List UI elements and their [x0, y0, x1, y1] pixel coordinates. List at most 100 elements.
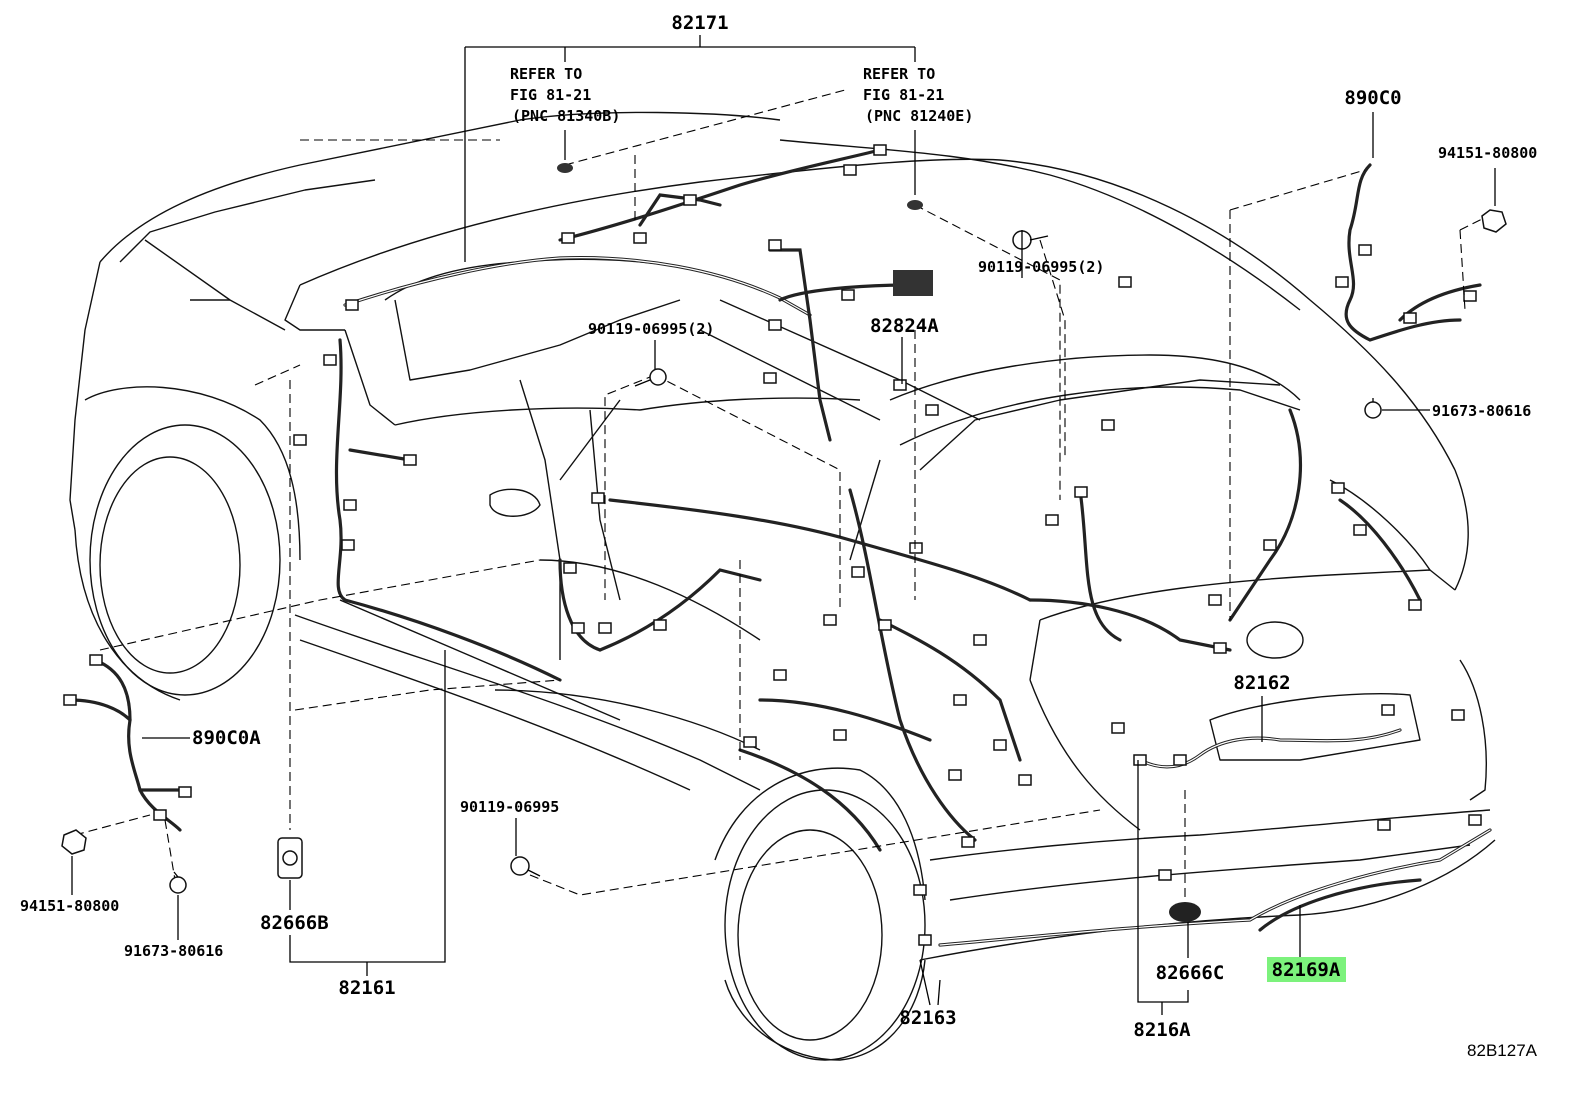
reference-note-left: REFER TO FIG 81-21 (PNC 81340B)	[510, 65, 620, 125]
reference-line: FIG 81-21	[510, 86, 591, 104]
part-label-890C0A: 890C0A	[192, 727, 261, 749]
connector-block	[1377, 819, 1391, 831]
part-label-82666B: 82666B	[260, 912, 329, 934]
connector-block	[153, 809, 167, 821]
connector-block	[833, 729, 847, 741]
connector-block	[683, 194, 697, 206]
part-label-94151-left: 94151-80800	[20, 897, 119, 915]
connector-block	[843, 164, 857, 176]
connector-block	[851, 566, 865, 578]
reference-note-right: REFER TO FIG 81-21 (PNC 81240E)	[863, 65, 973, 125]
reference-line: REFER TO	[863, 65, 935, 83]
part-label-82666C: 82666C	[1156, 962, 1225, 984]
connector-block	[961, 836, 975, 848]
bolt-icon	[1012, 230, 1049, 250]
part-labels: 82171 REFER TO FIG 81-21 (PNC 81340B) RE…	[20, 12, 1538, 1060]
connector-block	[1451, 709, 1465, 721]
junction-block	[893, 270, 933, 296]
connector-block	[633, 232, 647, 244]
part-label-91673-left: 91673-80616	[124, 942, 223, 960]
part-label-82161: 82161	[338, 977, 395, 999]
connector-block	[1403, 312, 1417, 324]
clip-icon	[907, 200, 923, 210]
wiring-harnesses	[68, 148, 1492, 947]
connector-block	[1074, 486, 1088, 498]
connector-block	[878, 619, 892, 631]
connector-block	[823, 614, 837, 626]
car-body-outline	[69, 111, 1496, 1061]
connector-block	[925, 404, 939, 416]
part-label-90119-06995-2-center: 90119-06995(2)	[588, 320, 714, 338]
connector-block	[343, 499, 357, 511]
nut-icon	[61, 829, 87, 855]
reference-line: FIG 81-21	[863, 86, 944, 104]
connector-block	[653, 619, 667, 631]
part-label-82163: 82163	[899, 1007, 956, 1029]
connector-block	[841, 289, 855, 301]
part-label-82169A[interactable]: 82169A	[1272, 959, 1341, 981]
connector-block	[1353, 524, 1367, 536]
leader-brackets	[71, 35, 1496, 1015]
bolt-icon	[634, 368, 667, 387]
part-label-8216A: 8216A	[1133, 1019, 1191, 1041]
part-label-91673-right: 91673-80616	[1432, 402, 1531, 420]
connector-block	[1468, 814, 1482, 826]
connector-block	[918, 934, 932, 946]
connector-block	[1335, 276, 1349, 288]
connector-block	[561, 232, 575, 244]
connector-block	[1358, 244, 1372, 256]
connector-block	[403, 454, 417, 466]
connector-block	[768, 239, 782, 251]
bolt-icon	[510, 856, 541, 877]
connector-block	[1173, 754, 1187, 766]
part-label-82824A: 82824A	[870, 315, 939, 337]
connector-block	[563, 562, 577, 574]
connector-blocks	[63, 144, 1482, 946]
connector-block	[571, 622, 585, 634]
connector-block	[1045, 514, 1059, 526]
dashed-leader-lines	[74, 89, 1491, 900]
connector-block	[323, 354, 337, 366]
part-label-90119-06995-2-right: 90119-06995(2)	[978, 258, 1104, 276]
connector-block	[178, 786, 192, 798]
connector-block	[909, 542, 923, 554]
connector-block	[763, 372, 777, 384]
clip-icon	[277, 837, 303, 879]
bolt-icon	[169, 871, 187, 894]
reference-line: (PNC 81240E)	[865, 107, 973, 125]
connector-block	[1331, 482, 1345, 494]
connector-block	[591, 492, 605, 504]
figure-id: 82B127A	[1467, 1041, 1538, 1060]
connector-block	[893, 379, 907, 391]
connector-block	[1111, 722, 1125, 734]
clip-icon	[1169, 902, 1201, 922]
connector-block	[1118, 276, 1132, 288]
clip-icon	[557, 163, 573, 173]
part-label-94151-top: 94151-80800	[1438, 144, 1537, 162]
reference-line: (PNC 81340B)	[512, 107, 620, 125]
connector-block	[1408, 599, 1422, 611]
connector-block	[913, 884, 927, 896]
connector-block	[89, 654, 103, 666]
part-label-82162: 82162	[1233, 672, 1290, 694]
connector-block	[948, 769, 962, 781]
connector-block	[1133, 754, 1147, 766]
connector-block	[993, 739, 1007, 751]
connector-block	[768, 319, 782, 331]
connector-block	[1381, 704, 1395, 716]
connector-block	[598, 622, 612, 634]
connector-block	[341, 539, 355, 551]
connector-block	[1463, 290, 1477, 302]
connector-block	[293, 434, 307, 446]
nut-icon	[1481, 209, 1507, 233]
connector-block	[1208, 594, 1222, 606]
part-label-82171: 82171	[671, 12, 728, 34]
connector-block	[1018, 774, 1032, 786]
connector-block	[1101, 419, 1115, 431]
part-label-890C0: 890C0	[1344, 87, 1401, 109]
highlight-box	[1267, 957, 1346, 982]
connector-block	[63, 694, 77, 706]
connector-block	[773, 669, 787, 681]
bolt-icon	[1364, 398, 1382, 419]
